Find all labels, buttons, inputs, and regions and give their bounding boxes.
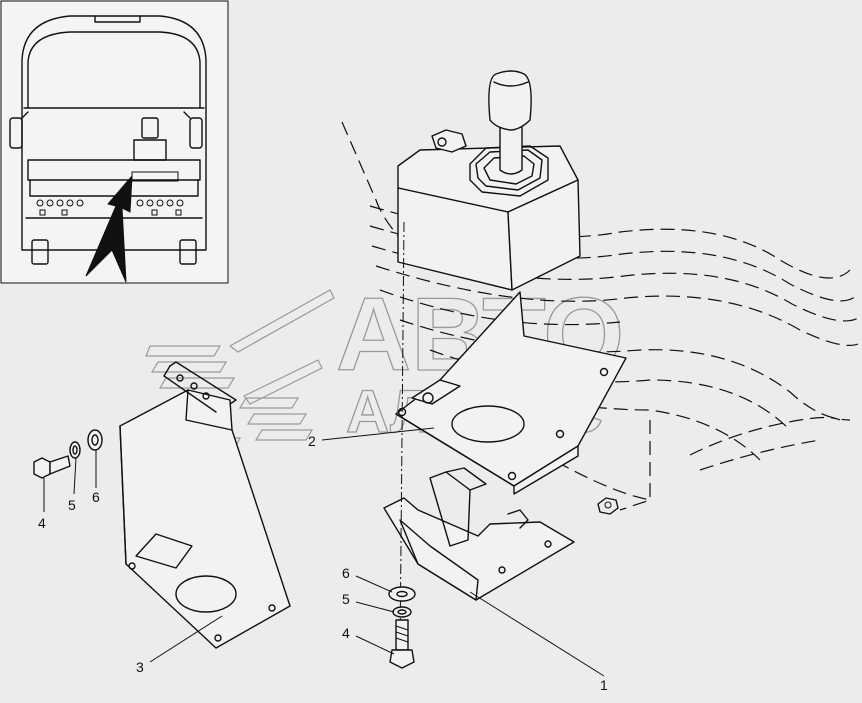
fasteners-left [33, 429, 103, 479]
assembly-axis [399, 221, 405, 651]
part-1-cover [383, 467, 575, 601]
callout-5-right: 5 [342, 591, 350, 607]
callout-1: 1 [600, 677, 608, 693]
callout-4-left: 4 [38, 515, 46, 531]
part-3-bracket [119, 361, 291, 649]
callout-6-right: 6 [342, 565, 350, 581]
callout-2: 2 [308, 433, 316, 449]
bus-inset [0, 0, 229, 284]
callout-5-left: 5 [68, 497, 76, 513]
callout-labels: 1 2 3 4 5 6 6 5 4 [38, 433, 608, 693]
callout-3: 3 [136, 659, 144, 675]
callout-4-right: 4 [342, 625, 350, 641]
callout-6-left: 6 [92, 489, 100, 505]
location-arrow-icon [85, 174, 133, 283]
leader-lines [43, 427, 605, 677]
fasteners-right [388, 586, 416, 669]
part-2-plate [395, 291, 627, 495]
shift-console [397, 70, 581, 291]
headlights [36, 199, 184, 207]
